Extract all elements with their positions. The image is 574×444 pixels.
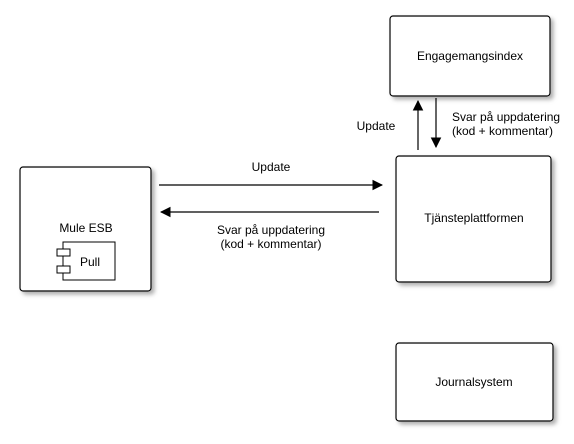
tjansteplattformen-box <box>395 155 552 283</box>
mule-esb-box <box>19 166 152 292</box>
update-label: Update <box>252 160 291 174</box>
node-mule-esb[interactable]: Mule ESB Pull <box>19 166 152 292</box>
tjansteplattformen-label: Tjänsteplattformen <box>424 211 523 225</box>
edge-reply-to-tjansteplattformen: Svar på uppdatering (kod + kommentar) <box>430 98 560 149</box>
pull-component-label: Pull <box>80 255 100 269</box>
reply-label-line2: (kod + kommentar) <box>220 237 321 251</box>
edge-update-to-tjansteplattformen: Update <box>159 160 384 191</box>
reply-down-label-line1: Svar på uppdatering <box>452 110 560 124</box>
pull-component-box <box>62 241 116 281</box>
node-journalsystem[interactable]: Journalsystem <box>395 342 554 422</box>
component-port-icon <box>56 265 71 274</box>
pull-component[interactable]: Pull <box>56 241 116 281</box>
component-port-icon <box>56 248 71 257</box>
node-tjansteplattformen[interactable]: Tjänsteplattformen <box>395 155 552 283</box>
engagemangsindex-label: Engagemangsindex <box>417 49 523 63</box>
node-engagemangsindex[interactable]: Engagemangsindex <box>389 15 551 97</box>
edge-reply-to-mule: Svar på uppdatering (kod + kommentar) <box>159 206 379 251</box>
journalsystem-box <box>395 342 554 422</box>
reply-down-label-line2: (kod + kommentar) <box>452 124 553 138</box>
engagemangsindex-box <box>389 15 551 97</box>
journalsystem-label: Journalsystem <box>435 375 512 389</box>
reply-label-line1: Svar på uppdatering <box>217 223 325 237</box>
edge-update-to-engagemangsindex: Update <box>357 99 424 150</box>
update-up-label: Update <box>357 119 396 133</box>
mule-esb-label: Mule ESB <box>59 221 112 235</box>
